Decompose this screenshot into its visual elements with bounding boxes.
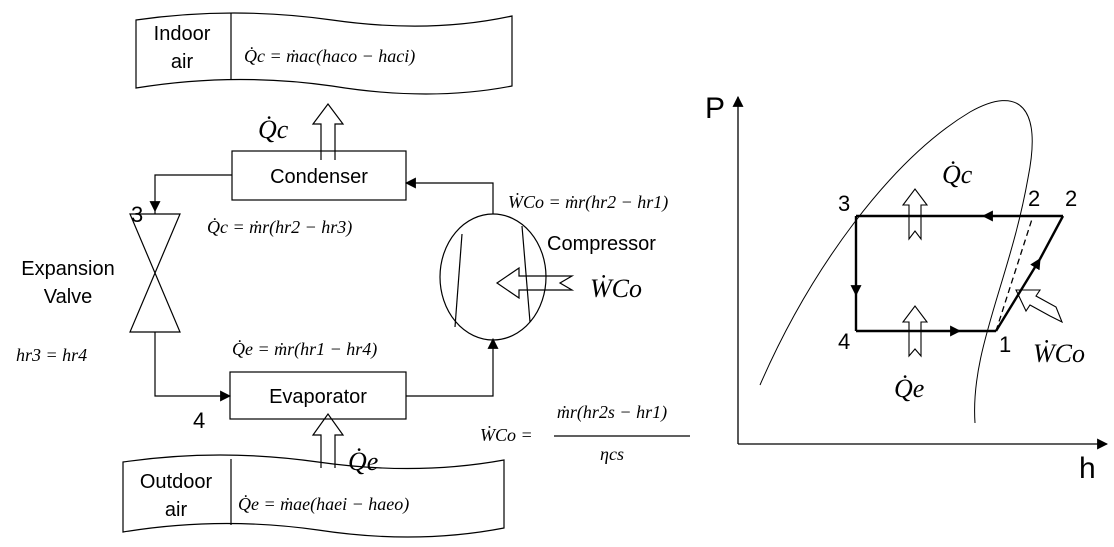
ph-state-1: 1 — [999, 332, 1011, 357]
expansion-valve: Expansion Valve hr3 = hr4 — [16, 211, 181, 365]
ph-state-2s: 2 — [1028, 186, 1040, 211]
qc-symbol: Q̇c — [258, 115, 289, 144]
ph-x-axis-label: h — [1079, 452, 1096, 485]
eq-qc-air: Q̇c = ṁac(haco − haci) — [244, 45, 415, 67]
ph-state-3: 3 — [838, 191, 850, 216]
line-valve-to-evaporator — [154, 338, 232, 402]
eq-qe-ref: Q̇e = ṁr(hr1 − hr4) — [232, 338, 377, 360]
indoor-label-line2: air — [171, 51, 194, 73]
evaporator-label: Evaporator — [269, 386, 367, 408]
ph-qc-arrow — [901, 188, 929, 241]
ph-wco-label: ẆCo — [1033, 339, 1085, 368]
line-evaporator-to-compressor — [406, 337, 499, 397]
wco-symbol: ẆCo — [590, 274, 642, 303]
eq-wco-numerator: ṁr(hr2s − hr1) — [557, 402, 667, 423]
expansion-label-line1: Expansion — [21, 258, 114, 280]
eq-h3-h4: hr3 = hr4 — [16, 345, 87, 365]
outdoor-air-banner: Outdoor air Q̇e = ṁae(haei − haeo) — [122, 454, 505, 538]
state-4-label: 4 — [193, 408, 205, 433]
eq-wco-denominator: ηcs — [600, 444, 624, 464]
eq-qc-ref: Q̇c = ṁr(hr2 − hr3) — [207, 216, 352, 238]
ph-qe-arrow — [901, 305, 929, 358]
expansion-label-line2: Valve — [44, 286, 93, 308]
outdoor-label-line2: air — [165, 499, 188, 521]
eq-qe-air: Q̇e = ṁae(haei − haeo) — [238, 493, 409, 515]
ph-state-4: 4 — [838, 329, 850, 354]
qc-heat-arrow: Q̇c — [258, 103, 345, 160]
indoor-label-line1: Indoor — [154, 23, 211, 45]
wco-work-arrow: ẆCo — [495, 266, 642, 303]
qe-heat-arrow: Q̇e — [311, 412, 378, 476]
condenser: Condenser Q̇c = ṁr(hr2 − hr3) — [207, 150, 407, 238]
ph-state-2: 2 — [1065, 186, 1077, 211]
ph-y-axis-label: P — [705, 92, 725, 125]
compressor: Compressor — [439, 213, 656, 341]
ph-qc-label: Q̇c — [942, 160, 973, 189]
eq-wco-ref: ẆCo = ṁr(hr2 − hr1) — [508, 191, 668, 213]
line-condenser-to-valve — [149, 174, 232, 213]
ph-wco-arrow — [1015, 289, 1064, 324]
indoor-air-banner: Indoor air Q̇c = ṁac(haco − haci) — [135, 12, 513, 95]
ph-isentropic-line-1-2s — [995, 215, 1034, 332]
qe-symbol: Q̇e — [348, 447, 378, 476]
outdoor-label-line1: Outdoor — [140, 471, 213, 493]
evaporator: Q̇e = ṁr(hr1 − hr4) Evaporator — [229, 338, 407, 420]
eq-wco-isentropic: ẆCo = ṁr(hr2s − hr1) ηcs — [480, 402, 690, 464]
ph-qe-label: Q̇e — [894, 374, 924, 403]
condenser-label: Condenser — [270, 166, 368, 188]
saturation-dome — [759, 100, 1033, 424]
line-compressor-to-condenser — [404, 177, 494, 214]
eq-wco-lhs: ẆCo = — [480, 424, 533, 445]
ph-diagram: P h Q̇c Q̇e ẆCo 1 2 2 3 4 — [705, 92, 1109, 485]
compressor-label: Compressor — [547, 233, 656, 255]
